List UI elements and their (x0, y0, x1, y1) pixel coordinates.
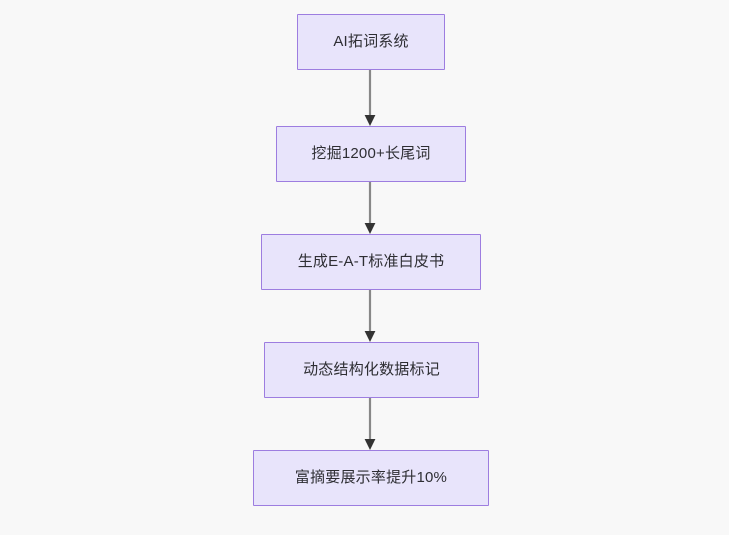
flow-node-label: 动态结构化数据标记 (303, 361, 440, 378)
edge-node4-to-node5 (360, 398, 380, 450)
flow-node-mine-longtail-keywords[interactable]: 挖掘1200+长尾词 (276, 126, 466, 182)
edge-node3-to-node4 (360, 290, 380, 342)
flow-node-label: 挖掘1200+长尾词 (311, 145, 431, 162)
edge-node2-to-node3 (360, 182, 380, 234)
edge-node1-to-node2 (360, 70, 380, 126)
flow-node-rich-snippet-rate-increase[interactable]: 富摘要展示率提升10% (253, 450, 489, 506)
flow-node-generate-eat-whitepaper[interactable]: 生成E-A-T标准白皮书 (261, 234, 481, 290)
flow-node-dynamic-structured-data-markup[interactable]: 动态结构化数据标记 (264, 342, 479, 398)
flow-node-label: 富摘要展示率提升10% (294, 469, 448, 486)
flow-node-ai-keyword-system[interactable]: AI拓词系统 (297, 14, 445, 70)
flow-node-label: 生成E-A-T标准白皮书 (297, 253, 445, 270)
flow-node-label: AI拓词系统 (333, 33, 409, 50)
